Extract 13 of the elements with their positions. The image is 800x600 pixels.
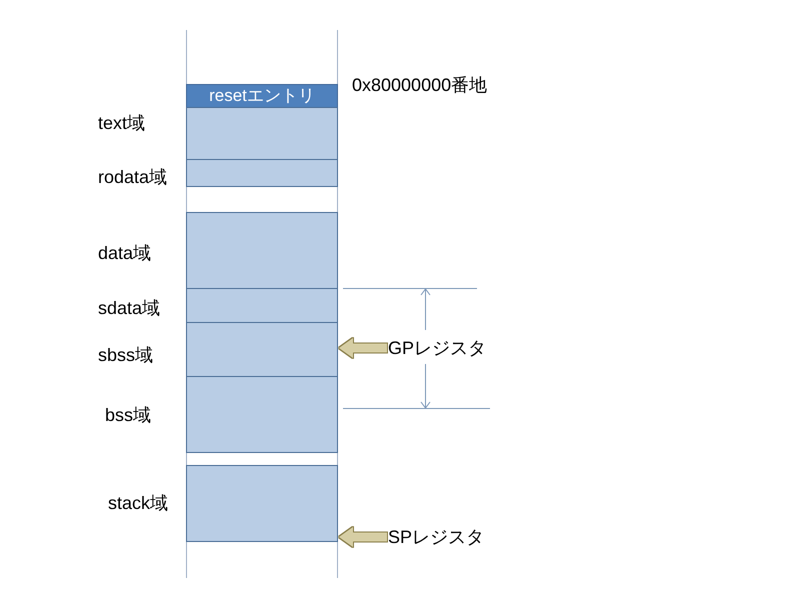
region-label: text域 — [98, 112, 146, 134]
region-label: rodata域 — [98, 166, 168, 188]
region-label: sbss域 — [98, 344, 154, 366]
block-arrow — [339, 338, 387, 358]
region-label: stack域 — [108, 492, 168, 514]
register-label: SPレジスタ — [388, 526, 484, 548]
address-label: 0x80000000番地 — [352, 74, 488, 96]
block-arrow — [339, 527, 387, 547]
region-label: data域 — [98, 242, 152, 264]
region-label: bss域 — [105, 404, 152, 426]
region-label: sdata域 — [98, 297, 160, 319]
register-label: GPレジスタ — [388, 337, 486, 359]
memory-block: resetエントリ — [186, 84, 338, 108]
